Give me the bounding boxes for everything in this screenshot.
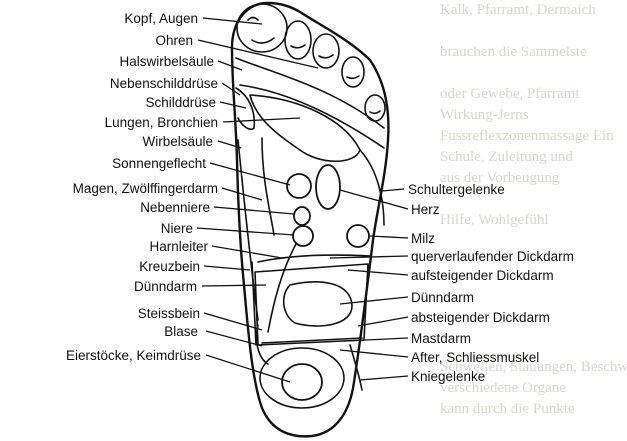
label-magen: Magen, Zwölffingerdarm [73,181,218,196]
label-duenndarm-left: Dünndarm [134,279,197,294]
background-text-line: Hilfe, Wohlgefühl [440,212,549,228]
adrenal-point [294,207,310,225]
label-absteigender-dickdarm: absteigender Dickdarm [411,310,550,325]
label-schultergelenke: Schultergelenke [408,182,505,197]
kidney-point [293,226,313,246]
background-text-line: Fussreflexzonenmassage Ein [440,128,614,144]
label-kopf-augen: Kopf, Augen [124,11,198,26]
background-text-line: brauchen die Sammelste [440,44,587,60]
label-niere: Niere [161,221,193,236]
label-wirbelsaeule: Wirbelsäule [142,134,213,149]
label-lungen-bronchien: Lungen, Bronchien [105,115,218,130]
label-nebenniere: Nebenniere [140,200,210,215]
label-duenndarm-right: Dünndarm [411,290,474,305]
label-nebenschilddruese: Nebenschilddrüse [110,76,218,91]
label-ohren: Ohren [155,33,193,48]
heart-zone [316,165,340,209]
label-querverlaufender-dickdarm: querverlaufender Dickdarm [411,249,574,264]
label-after: After, Schliessmuskel [411,350,539,365]
label-kreuzbein: Kreuzbein [139,259,200,274]
leader-schultergelenke [382,189,404,191]
background-text-line: Schule, Zuleitung und [440,149,573,165]
label-schilddruese: Schilddrüse [145,95,216,110]
background-text-line: kann durch die Punkte [440,401,575,417]
label-kniegelenke: Kniegelenke [411,369,485,384]
spleen-point [347,225,369,247]
label-mastdarm: Mastdarm [411,331,471,346]
solar-plexus-point [287,174,311,198]
leader-kniegelenke [360,376,408,380]
label-milz: Milz [411,231,435,246]
background-text-line: oder Gewebe, Pfarramt [440,86,580,102]
background-text-line: Wirkung-Jerns [440,107,529,123]
left-label-group: Kopf, Augen Ohren Halswirbelsäule Nebens… [66,11,218,363]
leader-milz [370,236,408,238]
label-halswirbelsaeule: Halswirbelsäule [119,54,214,69]
background-text-line: Kalk, Pfarramt, Dermaich [440,2,596,18]
label-sonnengeflecht: Sonnengeflecht [112,156,206,171]
label-blase: Blase [164,324,198,339]
label-steissbein: Steissbein [138,306,200,321]
label-harnleiter: Harnleiter [149,239,208,254]
label-herz: Herz [411,202,440,217]
label-aufsteigender-dickdarm: aufsteigender Dickdarm [411,268,554,283]
label-eierstoecke: Eierstöcke, Keimdrüse [66,348,201,363]
